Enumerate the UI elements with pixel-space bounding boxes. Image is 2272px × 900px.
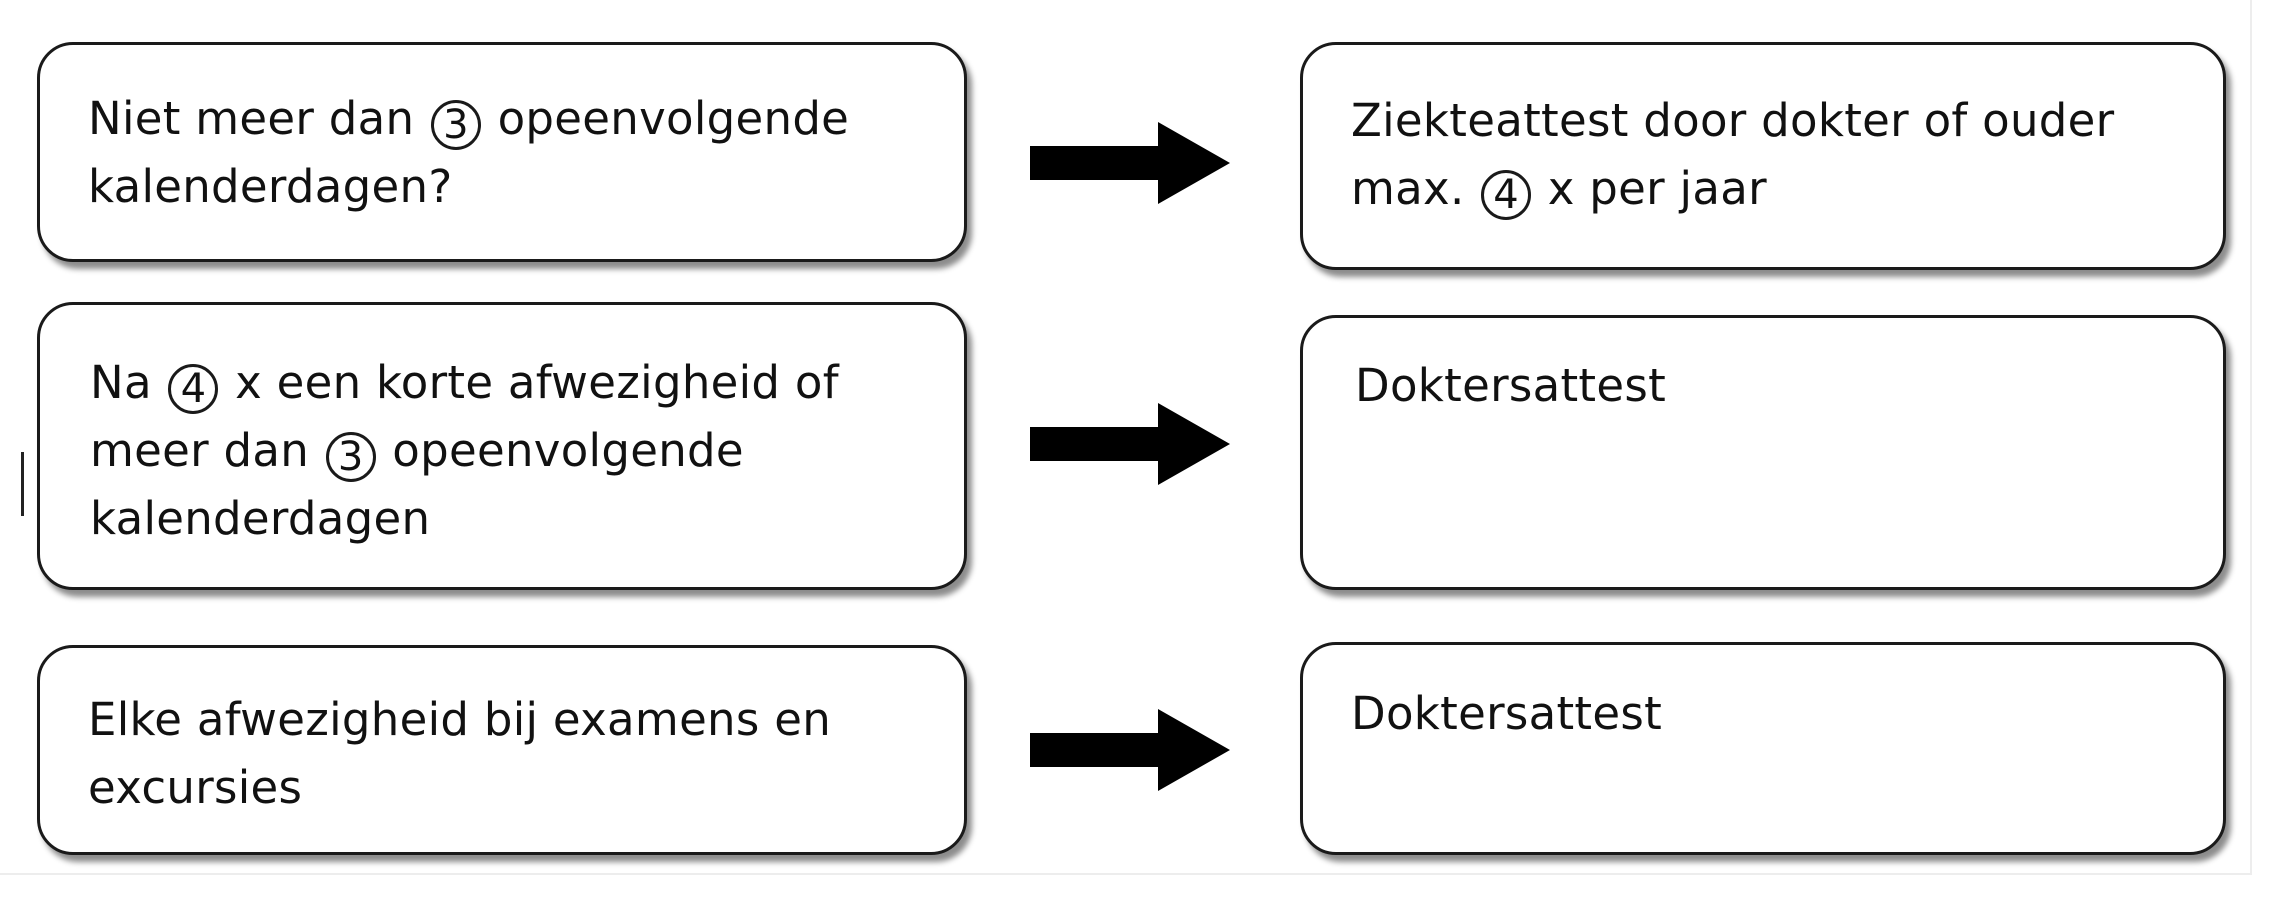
result-box-1: Ziekteattest door dokter of ouder max. 4…	[1300, 42, 2226, 270]
result-1-text: max.	[1351, 162, 1465, 215]
condition-2-line-3: kalenderdagen	[90, 492, 431, 545]
result-2-line-1: Doktersattest	[1355, 359, 1667, 412]
condition-2-text: meer dan	[90, 424, 310, 477]
circled-number: 3	[325, 432, 376, 482]
result-1-line-1: Ziekteattest door dokter of ouder	[1351, 94, 2115, 147]
condition-1-line-2: kalenderdagen?	[88, 160, 453, 213]
condition-1-line-1: Niet meer dan 3 opeenvolgende	[88, 85, 964, 153]
result-1-line-2: max. 4 x per jaar	[1351, 155, 2223, 223]
result-3-line-1: Doktersattest	[1351, 687, 1663, 740]
condition-3-line-1: Elke afwezigheid bij examens en	[88, 693, 832, 746]
condition-2-text: Na	[90, 356, 152, 409]
condition-box-1: Niet meer dan 3 opeenvolgende kalenderda…	[37, 42, 967, 262]
condition-3-line-2: excursies	[88, 761, 303, 814]
condition-1-text: Niet meer dan	[88, 92, 415, 145]
condition-2-text: opeenvolgende	[392, 424, 744, 477]
circled-number: 3	[430, 100, 481, 150]
condition-1-text: opeenvolgende	[497, 92, 850, 145]
condition-box-2: Na 4 x een korte afwezigheid of meer dan…	[37, 302, 967, 590]
arrow-right-icon	[1030, 709, 1230, 791]
condition-box-3: Elke afwezigheid bij examens en excursie…	[37, 645, 967, 855]
condition-2-line-2: meer dan 3 opeenvolgende	[90, 417, 964, 485]
circled-number: 4	[168, 364, 219, 414]
circled-number: 4	[1481, 170, 1532, 220]
condition-2-line-1: Na 4 x een korte afwezigheid of	[90, 349, 964, 417]
text-cursor	[21, 452, 24, 516]
arrow-right-icon	[1030, 122, 1230, 204]
condition-2-text: x een korte afwezigheid of	[235, 356, 839, 409]
result-1-text: x per jaar	[1547, 162, 1767, 215]
page-edge	[0, 0, 2252, 875]
arrow-right-icon	[1030, 403, 1230, 485]
result-box-3: Doktersattest	[1300, 642, 2226, 855]
result-box-2: Doktersattest	[1300, 315, 2226, 590]
